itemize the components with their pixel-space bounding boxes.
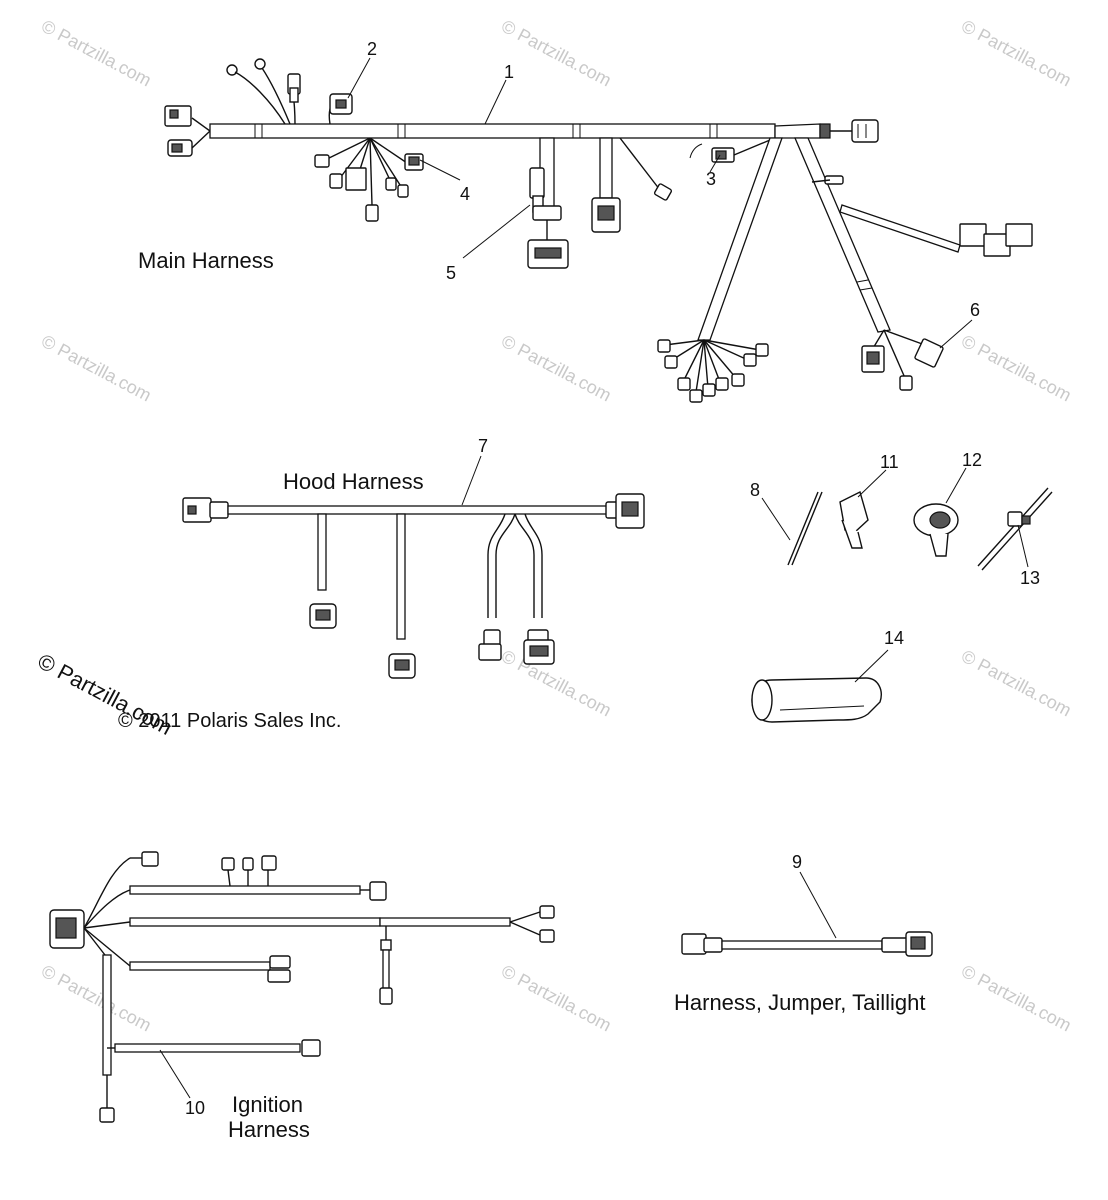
fan-right	[861, 329, 944, 391]
watermark: © Partzilla.com	[958, 646, 1074, 721]
watermark: © Partzilla.com	[38, 16, 154, 91]
watermark: © Partzilla.com	[38, 961, 154, 1036]
ignition-harness-label-line2: Harness	[228, 1117, 310, 1142]
callout-4: 4	[460, 184, 470, 204]
main-harness-drawing	[164, 58, 1033, 403]
small-parts-drawing	[751, 487, 1053, 723]
callout-7: 7	[478, 436, 488, 456]
watermark: © Partzilla.com	[958, 16, 1074, 91]
watermark: © Partzilla.com	[498, 16, 614, 91]
ignition-harness-drawing	[49, 851, 555, 1123]
callout-numbers: 1 2 3 4 5 6 7 8 9 10 11 12 13 14	[185, 39, 1040, 1118]
watermark-large: © Partzilla.com	[34, 648, 177, 740]
drop-connector	[591, 137, 621, 233]
callout-14: 14	[884, 628, 904, 648]
callout-12: 12	[962, 450, 982, 470]
jumper-harness-label: Harness, Jumper, Taillight	[674, 990, 926, 1015]
fan-left	[657, 339, 769, 403]
callout-13: 13	[1020, 568, 1040, 588]
main-harness-label: Main Harness	[138, 248, 274, 273]
callout-1: 1	[504, 62, 514, 82]
watermark: © Partzilla.com	[498, 331, 614, 406]
callout-9: 9	[792, 852, 802, 872]
callout-8: 8	[750, 480, 760, 500]
hood-harness-label: Hood Harness	[283, 469, 424, 494]
ignition-harness-label-line1: Ignition	[232, 1092, 303, 1117]
jumper-harness-drawing	[681, 931, 933, 957]
callout-2: 2	[367, 39, 377, 59]
callout-5: 5	[446, 263, 456, 283]
drop-5	[527, 137, 569, 269]
watermark: © Partzilla.com	[498, 646, 614, 721]
watermark: © Partzilla.com	[498, 961, 614, 1036]
copyright-text: © 2011 Polaris Sales Inc.	[118, 710, 341, 732]
callout-6: 6	[970, 300, 980, 320]
breakout-4	[314, 137, 424, 222]
callout-11: 11	[880, 452, 899, 472]
leader-lines	[159, 57, 1029, 1099]
watermark: © Partzilla.com	[958, 331, 1074, 406]
callout-10: 10	[185, 1098, 205, 1118]
watermark: © Partzilla.com	[958, 961, 1074, 1036]
callout-3: 3	[706, 169, 716, 189]
watermark: © Partzilla.com	[38, 331, 154, 406]
hood-harness-drawing	[182, 493, 645, 679]
